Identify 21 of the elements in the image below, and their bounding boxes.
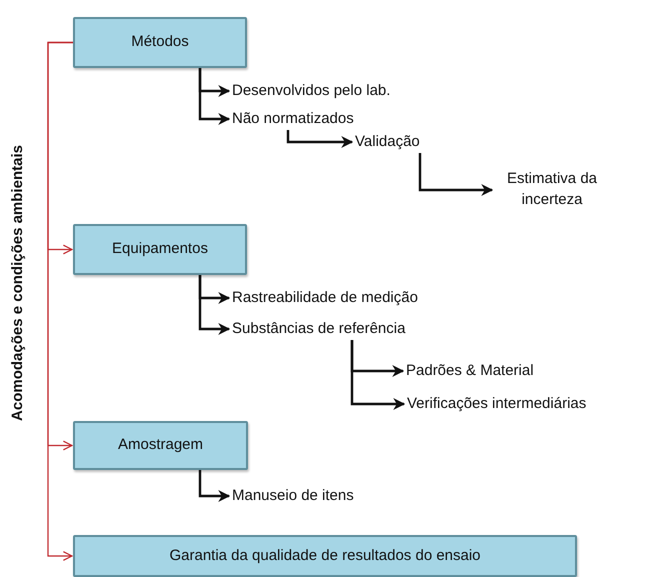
process-box: Amostragem [73,421,248,470]
list-item-text: Rastreabilidade de medição [232,287,472,309]
list-item-text: Padrões & Material [406,360,586,382]
process-box: Métodos [73,17,247,68]
list-item-text: Manuseio de itens [232,485,402,507]
arrow [198,68,230,125]
arrow [198,275,230,335]
axis-label: Acomodações e condições ambientais [8,145,27,421]
list-item-text: Estimativa da incerteza [495,168,609,212]
list-item-text: Validação [355,131,465,153]
arrow [418,153,494,196]
arrow [286,130,354,148]
list-item-text: Substâncias de referência [232,318,462,340]
arrow [47,42,73,561]
list-item-text: Não normatizados [232,108,402,130]
process-box: Equipamentos [73,224,247,275]
list-item-text: Verificações intermediárias [407,393,647,415]
process-box: Garantia da qualidade de resultados do ensaio [73,535,577,577]
arrow [350,340,406,410]
arrow [198,470,230,502]
list-item-text: Desenvolvidos pelo lab. [232,80,432,102]
